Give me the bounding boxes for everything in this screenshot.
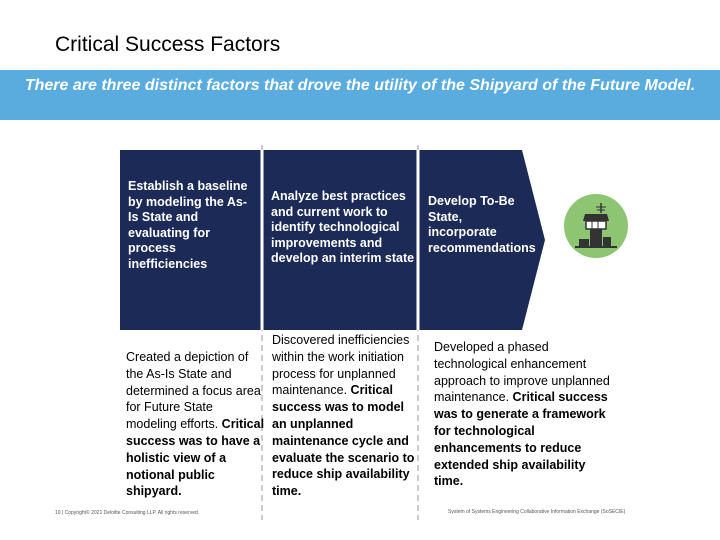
- description-3-text: Developed a phased technological enhance…: [434, 340, 610, 405]
- copyright-footer: 10 | Copyright© 2021 Deloitte Consulting…: [55, 510, 200, 516]
- step-2-label: Analyze best practices and current work …: [271, 189, 415, 265]
- description-2-bold: Critical success was to model an unplann…: [272, 383, 415, 499]
- step-1-label: Establish a baseline by modeling the As-…: [128, 179, 248, 271]
- description-3-bold: Critical success was to generate a frame…: [434, 390, 608, 489]
- description-2: Discovered inefficiencies within the wor…: [272, 332, 422, 500]
- banner: There are three distinct factors that dr…: [0, 70, 720, 120]
- description-1-bold: Critical success was to have a holistic …: [126, 417, 265, 499]
- description-1-text: Created a depiction of the As-Is State a…: [126, 350, 261, 432]
- page-title: Critical Success Factors: [55, 33, 281, 56]
- arrow-shape: [120, 150, 545, 330]
- step-3-label: Develop To-Be State, incorporate recomme…: [428, 194, 536, 255]
- banner-text: There are three distinct factors that dr…: [24, 77, 696, 94]
- description-1: Created a depiction of the As-Is State a…: [126, 349, 266, 500]
- description-3: Developed a phased technological enhance…: [434, 339, 614, 490]
- event-footer: System of Systems Engineering Collaborat…: [448, 509, 626, 515]
- control-tower-icon: [563, 193, 629, 264]
- description-2-text: Discovered inefficiencies within the wor…: [272, 333, 410, 398]
